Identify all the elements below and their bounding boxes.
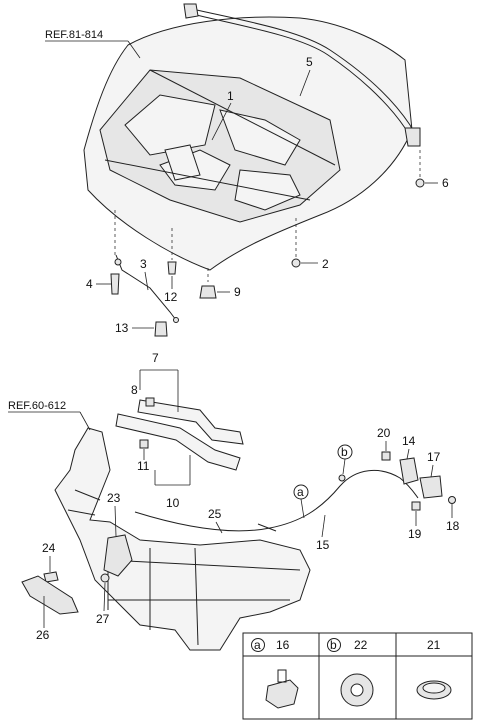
svg-text:3[interactable]: 3 (140, 257, 147, 271)
marker-b[interactable]: b (337, 444, 353, 475)
callout-12[interactable]: 12 (164, 276, 178, 304)
front-end-reference[interactable]: REF.60-612 (8, 400, 91, 431)
callout-24[interactable]: 24 (42, 541, 56, 572)
callout-19[interactable]: 19 (408, 511, 422, 541)
callout-6[interactable]: 6 (425, 176, 449, 190)
release-handle-14 (399, 457, 419, 485)
svg-text:6[interactable]: 6 (442, 176, 449, 190)
callout-8[interactable]: 8 (131, 383, 138, 397)
callout-27[interactable]: 27 (96, 582, 110, 626)
front-end-carrier (54, 427, 311, 651)
callout-4[interactable]: 4 (86, 277, 111, 291)
legend-col-c[interactable]: 21 (416, 638, 452, 700)
svg-text:20[interactable]: 20 (377, 426, 391, 440)
callout-17[interactable]: 17 (427, 450, 441, 478)
svg-text:19[interactable]: 19 (408, 527, 422, 541)
svg-text:27[interactable]: 27 (96, 612, 110, 626)
release-bracket-17 (419, 475, 443, 499)
svg-text:7[interactable]: 7 (152, 351, 159, 365)
seal-clip-top (183, 3, 199, 19)
callout-3[interactable]: 3 (140, 257, 149, 291)
svg-text:23[interactable]: 23 (107, 491, 121, 505)
svg-text:18[interactable]: 18 (446, 519, 460, 533)
svg-text:9[interactable]: 9 (234, 285, 241, 299)
bolt-24 (43, 571, 59, 583)
callout-5[interactable]: 5 (299, 55, 313, 97)
callout-11[interactable]: 11 (137, 449, 150, 473)
hood-ref-text[interactable]: REF.81-814 (45, 29, 103, 41)
svg-text:8[interactable]: 8 (131, 383, 138, 397)
callout-9[interactable]: 9 (217, 285, 241, 299)
callout-26[interactable]: 26 (36, 596, 50, 642)
callout-10[interactable]: 10 (154, 455, 191, 510)
legend-col-a[interactable]: a 16 (251, 638, 299, 709)
upper-seal-strip-8 (137, 399, 244, 445)
svg-text:25[interactable]: 25 (208, 507, 222, 521)
callout-14[interactable]: 14 (402, 434, 416, 460)
hood-bumper-2 (291, 258, 301, 268)
screw-19 (411, 501, 421, 511)
lower-seal-strip-11 (115, 413, 241, 471)
latch-bracket-26 (21, 575, 79, 615)
legend-table: a 16 b 22 21 (242, 632, 473, 720)
svg-text:16[interactable]: 16 (276, 638, 290, 652)
front-end-ref-text[interactable]: REF.60-612 (8, 400, 66, 412)
screw-20 (381, 451, 391, 461)
callout-7[interactable]: 7 (139, 351, 179, 412)
svg-text:13[interactable]: 13 (115, 321, 129, 335)
clip-11 (139, 439, 149, 449)
svg-text:4[interactable]: 4 (86, 277, 93, 291)
svg-text:26[interactable]: 26 (36, 628, 50, 642)
callout-18[interactable]: 18 (446, 504, 460, 533)
callout-25[interactable]: 25 (208, 507, 223, 534)
svg-text:10[interactable]: 10 (166, 496, 180, 510)
legend-col-b[interactable]: b 22 (327, 638, 374, 707)
svg-text:15[interactable]: 15 (316, 538, 330, 552)
hood-stay-rod (115, 254, 177, 321)
callout-15[interactable]: 15 (316, 514, 330, 552)
svg-text:a[interactable]: a (297, 485, 304, 499)
svg-text:1[interactable]: 1 (227, 89, 234, 103)
svg-text:14[interactable]: 14 (402, 434, 416, 448)
hood-reference[interactable]: REF.81-814 (45, 29, 141, 59)
seal-clip-bottom (404, 127, 421, 147)
hood-panel (83, 16, 413, 271)
svg-text:17[interactable]: 17 (427, 450, 441, 464)
stay-clip-13 (154, 321, 168, 337)
marker-a[interactable]: a (293, 484, 309, 519)
svg-text:24[interactable]: 24 (42, 541, 56, 555)
cable-clip-16 (265, 679, 299, 709)
svg-text:12[interactable]: 12 (164, 290, 178, 304)
callout-20[interactable]: 20 (377, 426, 391, 451)
svg-text:a[interactable]: a (254, 638, 261, 652)
bolt-4 (110, 273, 120, 295)
nut-18 (448, 496, 456, 504)
stay-holder-12 (167, 261, 177, 275)
svg-text:b[interactable]: b (341, 445, 348, 459)
bolt-27 (100, 573, 110, 583)
clip-8 (145, 397, 155, 407)
bumper-9 (199, 285, 217, 299)
svg-text:2[interactable]: 2 (322, 257, 329, 271)
hood-latch-23 (103, 534, 133, 577)
callout-2[interactable]: 2 (301, 257, 329, 271)
callout-13[interactable]: 13 (115, 321, 154, 335)
svg-text:21[interactable]: 21 (427, 638, 441, 652)
callout-23[interactable]: 23 (107, 491, 121, 537)
svg-text:5[interactable]: 5 (306, 55, 313, 69)
svg-text:22[interactable]: 22 (354, 638, 368, 652)
svg-text:11[interactable]: 11 (137, 459, 150, 473)
callout-1[interactable]: 1 (211, 89, 234, 141)
hood-bumper-6 (415, 178, 425, 188)
svg-text:b[interactable]: b (330, 638, 337, 652)
hood-seal-strip (187, 7, 419, 141)
